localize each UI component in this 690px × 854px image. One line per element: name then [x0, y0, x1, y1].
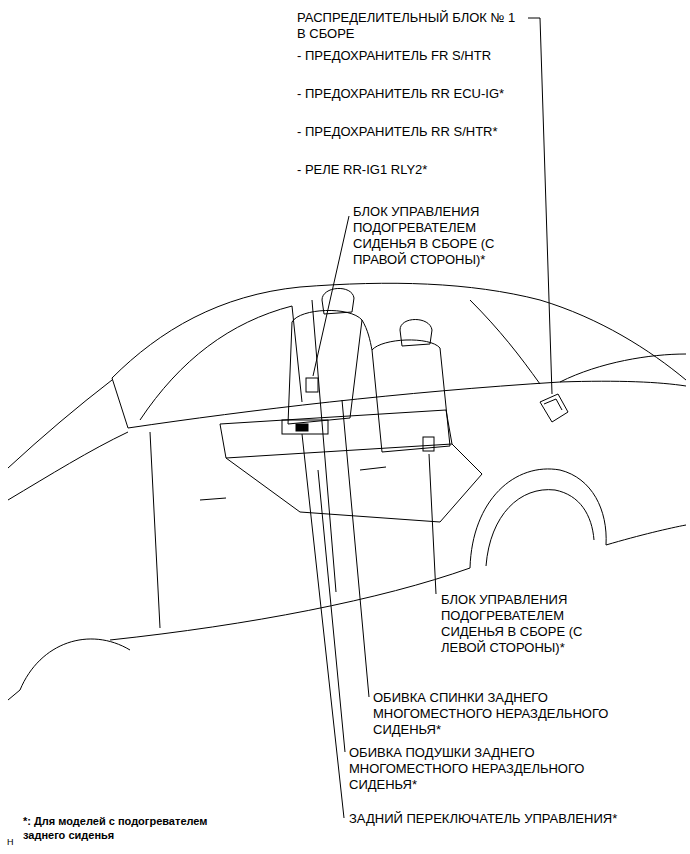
fuse-name: - ПРЕДОХРАНИТЕЛЬ RR S/HTR* — [296, 124, 499, 140]
belt-line — [128, 381, 686, 428]
front-window-frame — [140, 306, 302, 420]
leader-line — [342, 400, 369, 697]
seat-floor — [226, 444, 482, 522]
seatback — [372, 340, 450, 452]
part-name: ОБИВКА ПОДУШКИ ЗАДНЕГО МНОГОМЕСТНОГО НЕР… — [348, 745, 602, 793]
seat-cushion — [220, 410, 452, 458]
front-door-seam — [150, 432, 160, 628]
rocker-line — [110, 568, 470, 640]
hood-line — [8, 380, 112, 468]
fuse-name: - ПРЕДОХРАНИТЕЛЬ RR ECU-IG* — [296, 86, 505, 102]
footnote: *: Для моделей с подогревателем заднего … — [22, 814, 234, 842]
leader-line — [318, 470, 345, 752]
part-name: ОБИВКА СПИНКИ ЗАДНЕГО МНОГОМЕСТНОГО НЕРА… — [372, 690, 626, 738]
heater-control-unit — [306, 378, 318, 392]
relay-name: - РЕЛЕ RR-IG1 RLY2* — [296, 162, 428, 178]
rear-seat — [220, 288, 568, 522]
seatback-center — [362, 320, 372, 350]
part-name: ЗАДНИЙ ПЕРЕКЛЮЧАТЕЛЬ УПРАВЛЕНИЯ* — [348, 811, 618, 827]
rear-wheel-arch — [470, 469, 606, 568]
rear-lower-body — [606, 525, 686, 545]
trunk-line — [560, 354, 686, 382]
leader-line — [313, 216, 349, 376]
seatback — [288, 310, 362, 424]
c-pillar — [470, 300, 540, 384]
door-handle — [360, 467, 386, 470]
leader-line — [528, 18, 552, 394]
roof-line — [112, 283, 686, 380]
armrest — [282, 420, 328, 434]
car-body — [8, 283, 686, 700]
rear-switch — [296, 424, 308, 431]
heater-control-unit — [423, 437, 434, 451]
leader-line — [302, 434, 344, 818]
fender-line — [8, 432, 128, 500]
assembly-name: РАСПРЕДЕЛИТЕЛЬНЫЙ БЛОК № 1 В СБОРЕ — [296, 10, 528, 42]
door-handle — [200, 498, 226, 500]
front-wheel-arch — [8, 639, 130, 700]
windshield-base — [112, 378, 128, 428]
figure-code: H — [6, 836, 15, 848]
leader-line — [429, 454, 436, 594]
junction-block — [540, 394, 568, 422]
part-name: БЛОК УПРАВЛЕНИЯ ПОДОГРЕВАТЕЛЕМ СИДЕНЬЯ В… — [352, 204, 506, 268]
rear-wheel — [486, 490, 594, 566]
fuse-name: - ПРЕДОХРАНИТЕЛЬ FR S/HTR — [296, 48, 492, 64]
part-name: БЛОК УПРАВЛЕНИЯ ПОДОГРЕВАТЕЛЕМ СИДЕНЬЯ В… — [440, 592, 594, 656]
rear-door-seam — [312, 300, 336, 592]
